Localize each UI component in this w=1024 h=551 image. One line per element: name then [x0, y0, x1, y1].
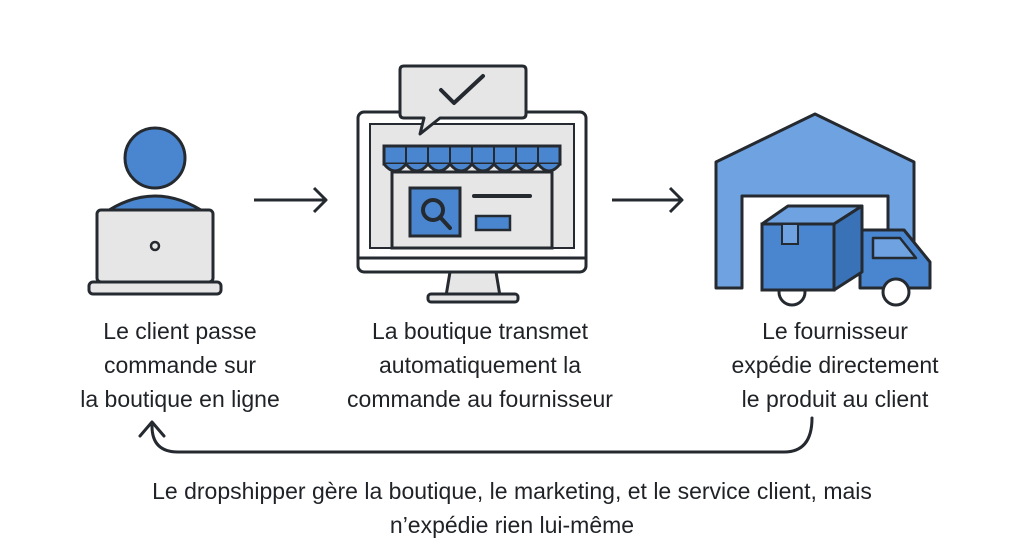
- step-store-line-3: commande au fournisseur: [347, 386, 613, 412]
- step-customer-label: Le client passe commande sur la boutique…: [40, 314, 320, 416]
- laptop-icon: [87, 208, 223, 296]
- footer-note: Le dropshipper gère la boutique, le mark…: [40, 474, 984, 542]
- footer-line-2: n’expédie rien lui-même: [389, 512, 635, 538]
- step-customer-line-2: commande sur: [103, 352, 257, 378]
- step-store-line-1: La boutique transmet: [371, 318, 589, 344]
- step-customer-line-3: la boutique en ligne: [80, 386, 280, 412]
- person-icon: [98, 126, 212, 216]
- step-customer-line-1: Le client passe: [103, 318, 257, 344]
- store-awning: [382, 144, 562, 173]
- step-supplier-line-1: Le fournisseur: [762, 318, 908, 344]
- step-supplier-label: Le fournisseur expédie directement le pr…: [680, 314, 990, 416]
- truck-icon: [777, 228, 932, 307]
- step-supplier-line-2: expédie directement: [731, 352, 939, 378]
- customer-illustration: [87, 126, 223, 296]
- box-icon: [760, 204, 864, 292]
- footer-line-1: Le dropshipper gère la boutique, le mark…: [152, 478, 872, 504]
- step-supplier-line-3: le produit au client: [741, 386, 929, 412]
- online-store-icon: [356, 64, 588, 304]
- checkmark-icon: [398, 64, 528, 136]
- step-store-line-2: automatiquement la: [378, 352, 581, 378]
- arrow-store-to-supplier: [612, 186, 684, 214]
- search-icon: [408, 186, 462, 238]
- arrow-customer-to-store: [254, 186, 328, 214]
- feedback-arrow: [138, 416, 814, 454]
- step-store-label: La boutique transmet automatiquement la …: [310, 314, 650, 416]
